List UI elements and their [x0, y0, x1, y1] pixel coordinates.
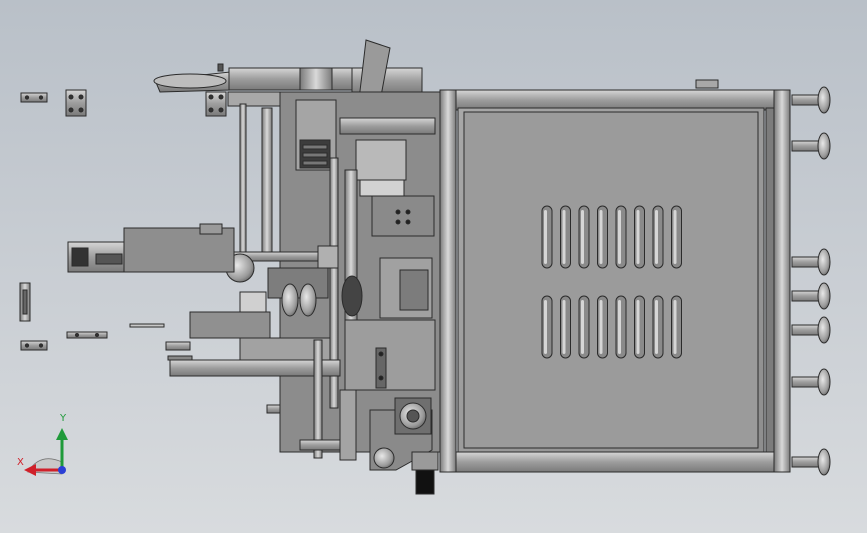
- main-cabinet: [439, 79, 791, 473]
- fitting-flange: [817, 86, 831, 114]
- central-mechanism: [175, 91, 441, 453]
- fitting-flange: [817, 368, 831, 396]
- coordinate-triad: [24, 428, 68, 476]
- vent-highlight: [618, 210, 621, 264]
- cabinet-vents: [541, 205, 682, 359]
- vent-highlight: [618, 300, 621, 354]
- x-axis-label: X: [17, 457, 24, 468]
- right-fittings: [791, 86, 831, 476]
- vent-highlight: [636, 210, 640, 264]
- vent-highlight: [636, 300, 640, 354]
- left-actuator: [67, 223, 341, 377]
- vent-highlight: [599, 300, 603, 354]
- vent-highlight: [581, 300, 584, 354]
- vent-highlight: [599, 210, 603, 264]
- vent-highlight: [562, 210, 566, 264]
- fitting-flange: [817, 282, 831, 310]
- vent-highlight: [655, 300, 658, 354]
- fitting-flange: [817, 316, 831, 344]
- y-axis-label: Y: [60, 413, 67, 424]
- vent-highlight: [544, 300, 547, 354]
- vent-highlight: [673, 300, 677, 354]
- fitting-flange: [817, 248, 831, 276]
- vent-highlight: [655, 210, 658, 264]
- bottom-mechanism: [299, 339, 439, 495]
- fitting-flange: [817, 448, 831, 476]
- fitting-flange: [817, 132, 831, 160]
- vent-highlight: [562, 300, 566, 354]
- vent-highlight: [544, 210, 547, 264]
- vent-highlight: [673, 210, 677, 264]
- vent-highlight: [581, 210, 584, 264]
